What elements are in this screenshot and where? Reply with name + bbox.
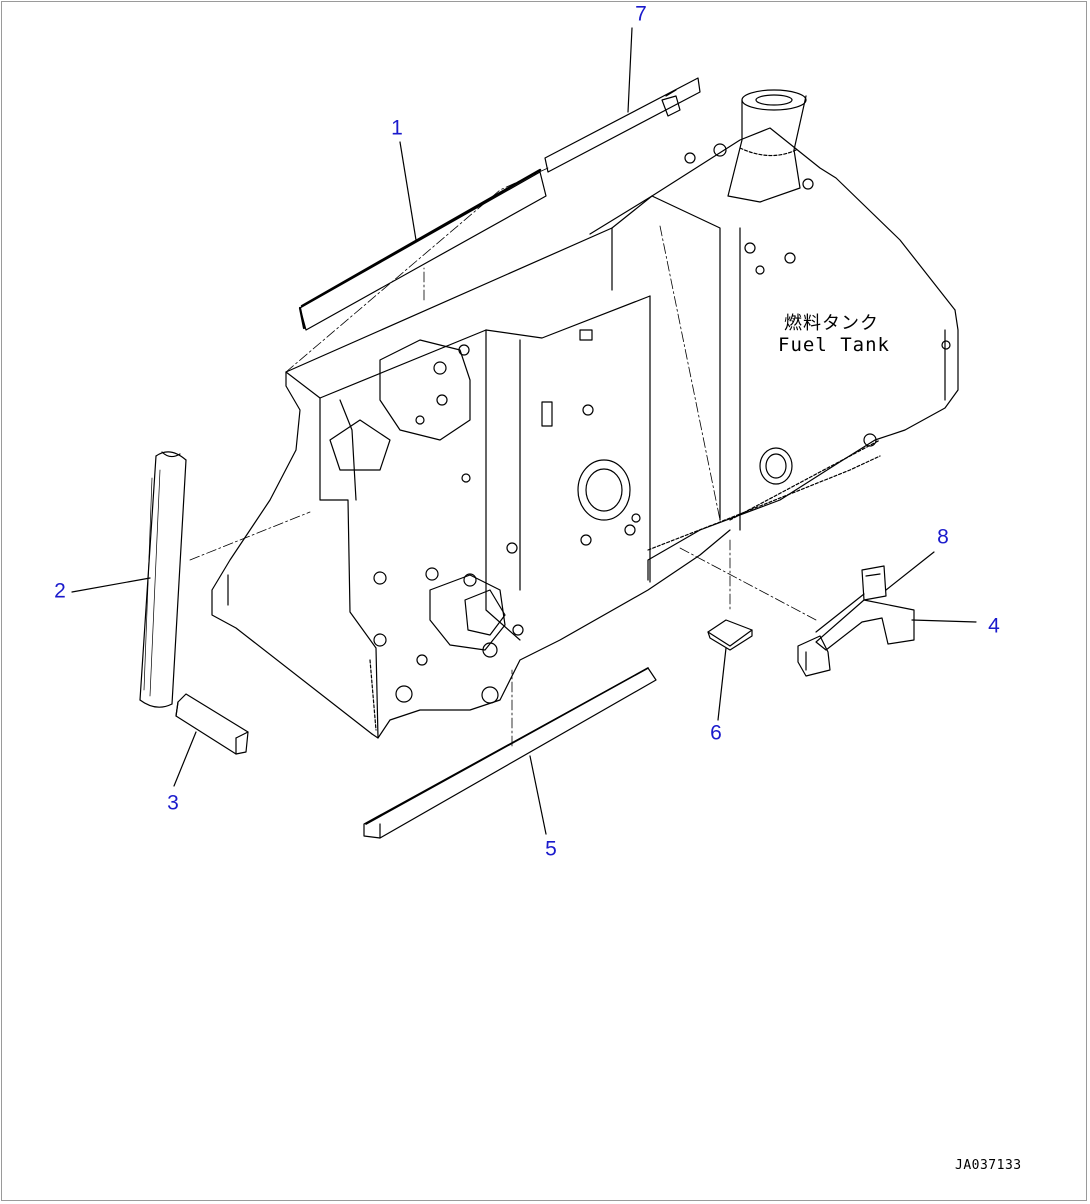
callout-4[interactable]: 4 <box>988 614 1000 638</box>
tank-label-english: Fuel Tank <box>778 334 890 356</box>
callout-8[interactable]: 8 <box>937 525 949 549</box>
part-7-bar <box>544 77 701 173</box>
drawing-id: JA037133 <box>955 1158 1022 1173</box>
part-6-pad <box>707 619 753 651</box>
callout-1[interactable]: 1 <box>391 116 403 140</box>
callout-3[interactable]: 3 <box>167 791 179 815</box>
assembly-lines <box>189 167 817 747</box>
callout-7[interactable]: 7 <box>635 2 647 26</box>
part-4-bracket <box>797 593 915 677</box>
callout-5[interactable]: 5 <box>545 837 557 861</box>
callout-6[interactable]: 6 <box>710 721 722 745</box>
callout-2[interactable]: 2 <box>54 579 66 603</box>
part-1-strip <box>298 168 547 331</box>
part-8-pad <box>861 565 887 601</box>
part-5-strip <box>363 667 657 839</box>
tank-label-japanese: 燃料タンク <box>784 313 879 334</box>
callout-leaders <box>71 27 977 835</box>
fuel-tank-body <box>211 89 959 739</box>
part-3-block <box>175 693 249 755</box>
part-2-tube <box>139 451 187 708</box>
